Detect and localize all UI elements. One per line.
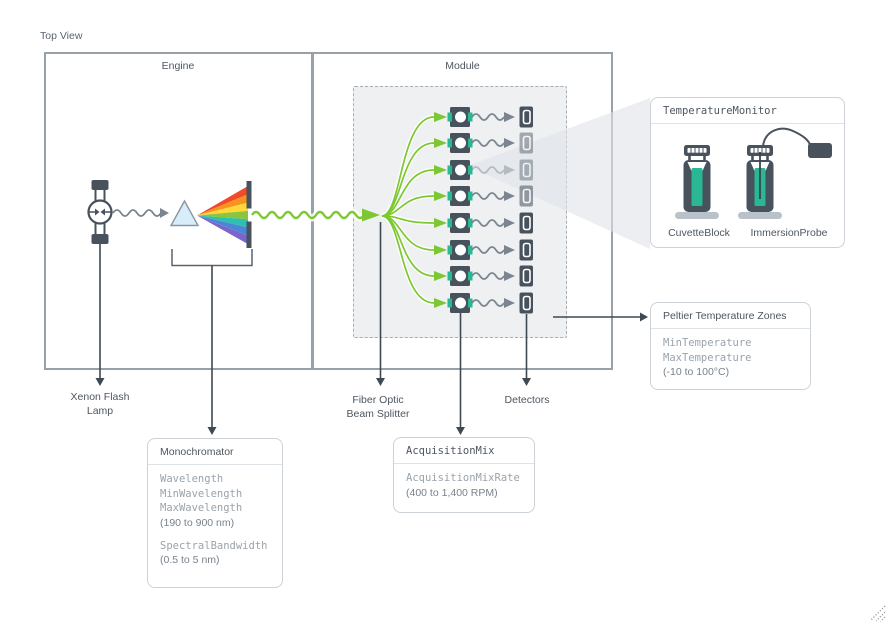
temperature-monitor-callout: TemperatureMonitor CuvetteBlock Immersio… xyxy=(650,97,845,248)
engine-module-divider xyxy=(311,52,314,370)
module-section-label: Module xyxy=(445,60,480,72)
monochromator-prop-wavelength: Wavelength xyxy=(160,473,224,485)
monochromator-prop-maxwavelength: MaxWavelength xyxy=(160,502,243,514)
view-title: Top View xyxy=(40,30,83,42)
monochromator-callout: Monochromator Wavelength MinWavelength M… xyxy=(147,438,283,588)
fiber-optic-beam-splitter-label: Fiber Optic Beam Splitter xyxy=(328,393,428,421)
peltier-prop-min: MinTemperature xyxy=(663,337,752,349)
monochromator-title: Monochromator xyxy=(148,439,282,465)
acquisition-mix-title: AcquisitionMix xyxy=(394,438,534,464)
xenon-label-line1: Xenon Flash xyxy=(70,391,130,403)
temperature-monitor-title: TemperatureMonitor xyxy=(651,98,844,124)
peltier-prop-max: MaxTemperature xyxy=(663,351,752,364)
cuvette-block-label: CuvetteBlock xyxy=(668,227,730,239)
engine-section-label: Engine xyxy=(161,60,195,72)
peltier-callout: Peltier Temperature Zones MinTemperature… xyxy=(650,302,811,390)
fiber-label-line1: Fiber Optic xyxy=(352,394,404,406)
peltier-range: (-10 to 100°C) xyxy=(663,366,730,378)
fiber-label-line2: Beam Splitter xyxy=(346,408,410,420)
monochromator-prop-minwavelength: MinWavelength xyxy=(160,487,243,500)
monochromator-range-bandwidth: (0.5 to 5 nm) xyxy=(160,554,220,566)
monochromator-prop-bandwidth: SpectralBandwidth xyxy=(160,539,268,552)
xenon-label-line2: Lamp xyxy=(86,405,114,417)
xenon-flash-lamp-label: Xenon Flash Lamp xyxy=(50,390,150,418)
detectors-label: Detectors xyxy=(504,394,550,406)
acquisition-mix-prop-rate: AcquisitionMixRate xyxy=(406,472,520,484)
monochromator-range-wavelength: (190 to 900 nm) xyxy=(160,516,235,529)
peltier-zone-outline xyxy=(353,86,567,338)
peltier-title: Peltier Temperature Zones xyxy=(651,303,810,329)
acquisition-mix-range: (400 to 1,400 RPM) xyxy=(406,486,498,499)
acquisition-mix-callout: AcquisitionMix AcquisitionMixRate (400 t… xyxy=(393,437,535,513)
resize-grip-icon[interactable] xyxy=(870,605,886,622)
immersion-probe-label: ImmersionProbe xyxy=(750,227,828,239)
